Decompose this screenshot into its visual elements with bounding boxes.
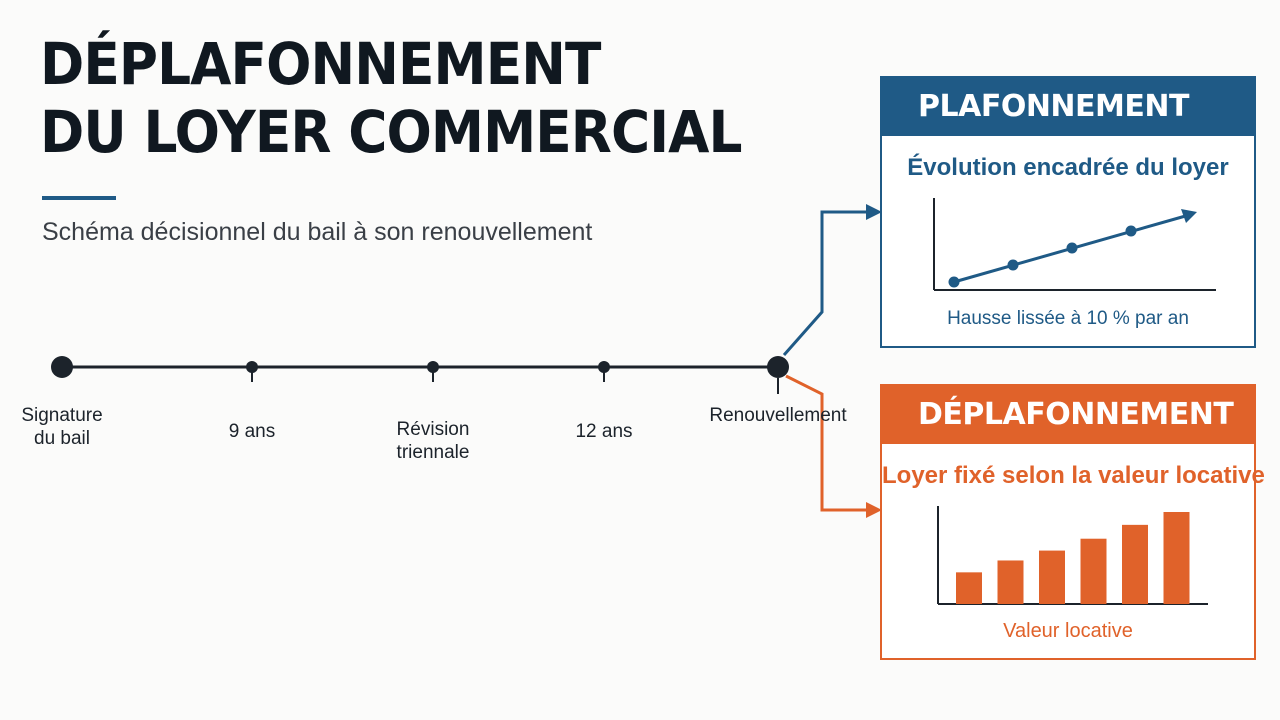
plafonnement-header: PLAFONNEMENT (882, 78, 1254, 136)
timeline-points (51, 356, 789, 394)
plafonnement-heading: Évolution encadrée du loyer (907, 154, 1229, 181)
title-line-2: DU LOYER COMMERCIAL (40, 98, 743, 166)
connector-deplafonnement (785, 374, 868, 512)
subtitle: Schéma décisionnel du bail à son renouve… (42, 218, 593, 246)
deplafonnement-caption: Valeur locative (1003, 620, 1133, 642)
trend-point-0 (948, 276, 960, 288)
bar-2 (1039, 550, 1065, 604)
timeline-point-0 (51, 356, 73, 378)
timeline-label-4: Renouvellement (709, 405, 847, 426)
deplafonnement-bar-chart (937, 506, 1208, 605)
arrowhead-plafonnement (866, 204, 882, 220)
arrowhead-deplafonnement (866, 502, 882, 518)
deplafonnement-header: DÉPLAFONNEMENT (882, 386, 1254, 444)
title-accent-bar (42, 196, 116, 200)
timeline-point-1 (246, 361, 258, 373)
timeline-label-1: 9 ans (228, 421, 276, 442)
timeline-point-3 (598, 361, 610, 373)
trend-point-3 (1125, 225, 1137, 237)
bar-4 (1122, 524, 1148, 604)
bar-3 (1080, 538, 1107, 604)
plafonnement-box: PLAFONNEMENT Évolution encadrée du loyer… (880, 76, 1256, 348)
deplafonnement-heading: Loyer fixé selon la valeur locative (882, 462, 1265, 489)
trend-point-1 (1007, 259, 1019, 271)
plafonnement-trend-chart (933, 198, 1216, 291)
trend-point-2 (1066, 242, 1078, 254)
deplafonnement-box: DÉPLAFONNEMENT Loyer fixé selon la valeu… (880, 384, 1265, 660)
bar-1 (997, 560, 1024, 604)
title-line-1: DÉPLAFONNEMENT (40, 30, 601, 98)
page-title: DÉPLAFONNEMENT DU LOYER COMMERCIAL (40, 30, 743, 166)
plafonnement-caption: Hausse lissée à 10 % par an (947, 308, 1189, 329)
connector-plafonnement (782, 210, 868, 356)
timeline-point-2 (427, 361, 439, 373)
bar-0 (956, 572, 982, 604)
bar-5 (1163, 512, 1190, 604)
trend-arrowhead (1181, 209, 1197, 223)
timeline-point-4 (767, 356, 789, 378)
timeline-label-3: 12 ans (575, 421, 633, 442)
